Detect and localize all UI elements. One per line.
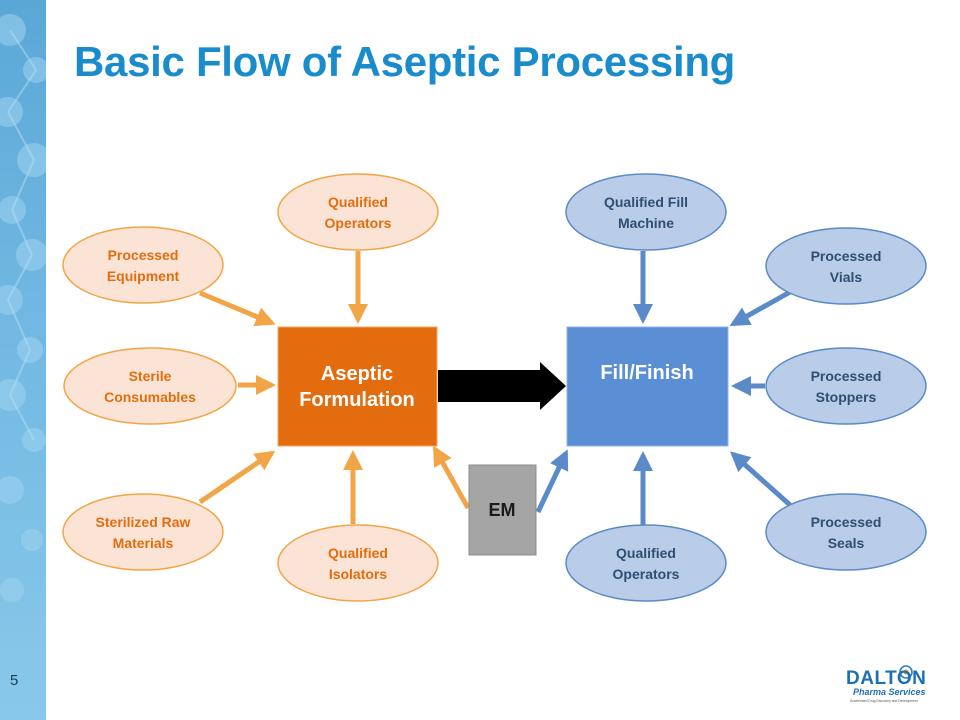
arrow-em-to-fill-finish xyxy=(535,449,569,514)
logo-tagline-text: Accelerated Drug Discovery and Developme… xyxy=(850,699,918,703)
label-qualified-operators-line2: Operators xyxy=(325,215,392,231)
slide-title: Basic Flow of Aseptic Processing xyxy=(74,38,736,85)
node-processed-vials: Processed Vials xyxy=(765,227,927,305)
label-qualified-fill-machine-line2: Machine xyxy=(618,215,674,231)
molecule-pattern-icon xyxy=(0,14,46,602)
label-em: EM xyxy=(489,500,516,520)
label-aseptic-formulation-line1: Aseptic xyxy=(321,363,393,385)
label-processed-vials-line2: Vials xyxy=(830,269,863,285)
label-qualified-operators-line1: Qualified xyxy=(328,194,388,210)
label-processed-stoppers-line2: Stoppers xyxy=(816,389,877,405)
node-processed-stoppers: Processed Stoppers xyxy=(765,347,927,425)
label-sterilized-raw-materials-line1: Sterilized Raw xyxy=(96,514,191,530)
logo-subtitle-text: Pharma Services xyxy=(853,687,926,697)
node-qualified-operators-left: Qualified Operators xyxy=(277,173,439,251)
dalton-logo: DALTON Pharma Services Accelerated Drug … xyxy=(846,665,926,703)
arrow-processed-seals-to-fill-finish xyxy=(730,451,792,507)
label-sterile-consumables-line2: Consumables xyxy=(104,389,196,405)
node-processed-equipment: Processed Equipment xyxy=(62,226,224,304)
arrow-processed-equipment-to-formulation xyxy=(199,290,276,327)
logo-brand-text: DALTON xyxy=(846,668,926,689)
node-sterilized-raw-materials: Sterilized Raw Materials xyxy=(62,493,224,571)
blue-arrows xyxy=(535,251,792,526)
label-sterile-consumables-line1: Sterile xyxy=(129,368,172,384)
page-number: 5 xyxy=(10,672,19,689)
node-qualified-operators-right: Qualified Operators xyxy=(565,524,727,602)
node-fill-finish: Fill/Finish xyxy=(566,326,729,447)
label-qualified-operators-right-line1: Qualified xyxy=(616,545,676,561)
orange-arrows xyxy=(198,251,471,524)
label-aseptic-formulation-line2: Formulation xyxy=(299,389,415,411)
label-processed-equipment-line1: Processed xyxy=(108,247,179,263)
decorative-side-band xyxy=(0,0,46,720)
node-processed-seals: Processed Seals xyxy=(765,493,927,571)
label-processed-stoppers-line1: Processed xyxy=(811,368,882,384)
label-qualified-operators-right-line2: Operators xyxy=(613,566,680,582)
label-qualified-fill-machine-line1: Qualified Fill xyxy=(604,194,688,210)
arrow-processed-vials-to-fill-finish xyxy=(729,289,792,327)
node-aseptic-formulation: Aseptic Formulation xyxy=(277,326,438,447)
arrow-sterilized-raw-materials-to-formulation xyxy=(198,450,276,505)
label-processed-equipment-line2: Equipment xyxy=(107,268,180,284)
label-processed-seals-line1: Processed xyxy=(811,514,882,530)
label-processed-seals-line2: Seals xyxy=(828,535,865,551)
node-qualified-fill-machine: Qualified Fill Machine xyxy=(565,173,727,251)
node-sterile-consumables: Sterile Consumables xyxy=(63,347,237,425)
node-em: EM xyxy=(468,464,537,556)
label-fill-finish: Fill/Finish xyxy=(600,362,693,384)
label-processed-vials-line1: Processed xyxy=(811,248,882,264)
main-flow-arrow xyxy=(438,362,566,410)
label-qualified-isolators-line1: Qualified xyxy=(328,545,388,561)
label-sterilized-raw-materials-line2: Materials xyxy=(113,535,174,551)
label-qualified-isolators-line2: Isolators xyxy=(329,566,388,582)
node-qualified-isolators: Qualified Isolators xyxy=(277,524,439,602)
arrow-em-to-formulation xyxy=(432,445,471,510)
dalton-logo-mark-icon xyxy=(899,665,913,679)
